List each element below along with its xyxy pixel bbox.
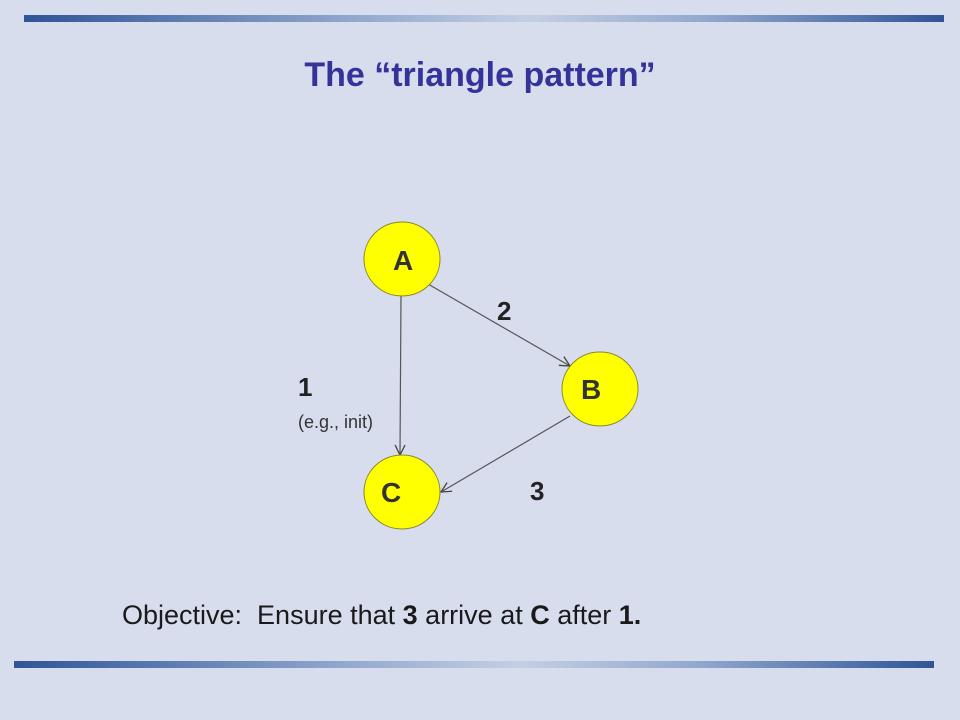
slide-title: The “triangle pattern”	[304, 56, 656, 94]
objective-mid2: after	[549, 600, 619, 630]
edge-a-to-c	[400, 294, 401, 455]
edge-a-to-b-label: 2	[497, 296, 511, 326]
node-c: C	[363, 454, 441, 530]
node-b: B	[561, 351, 639, 427]
objective-text: Objective: Ensure that 3 arrive at C aft…	[122, 600, 641, 631]
edge-a-to-c-label: 1	[298, 372, 312, 402]
objective-mid1: arrive at	[417, 600, 531, 630]
node-b-label: B	[581, 374, 601, 405]
objective-node: C	[530, 600, 550, 630]
edge-a-to-b	[427, 283, 570, 366]
edge-a-to-c-note: (e.g., init)	[298, 412, 373, 432]
objective-end: .	[633, 600, 642, 630]
top-rule	[24, 15, 944, 22]
objective-late-message: 3	[402, 600, 418, 630]
node-c-label: C	[381, 477, 401, 508]
node-a: A	[363, 221, 441, 297]
objective-early-message: 1	[618, 600, 634, 630]
objective-prefix: Objective: Ensure that	[122, 600, 403, 630]
edge-b-to-c	[441, 415, 571, 492]
bottom-rule	[14, 661, 934, 668]
edge-b-to-c-label: 3	[530, 476, 544, 506]
node-a-label: A	[393, 245, 413, 276]
